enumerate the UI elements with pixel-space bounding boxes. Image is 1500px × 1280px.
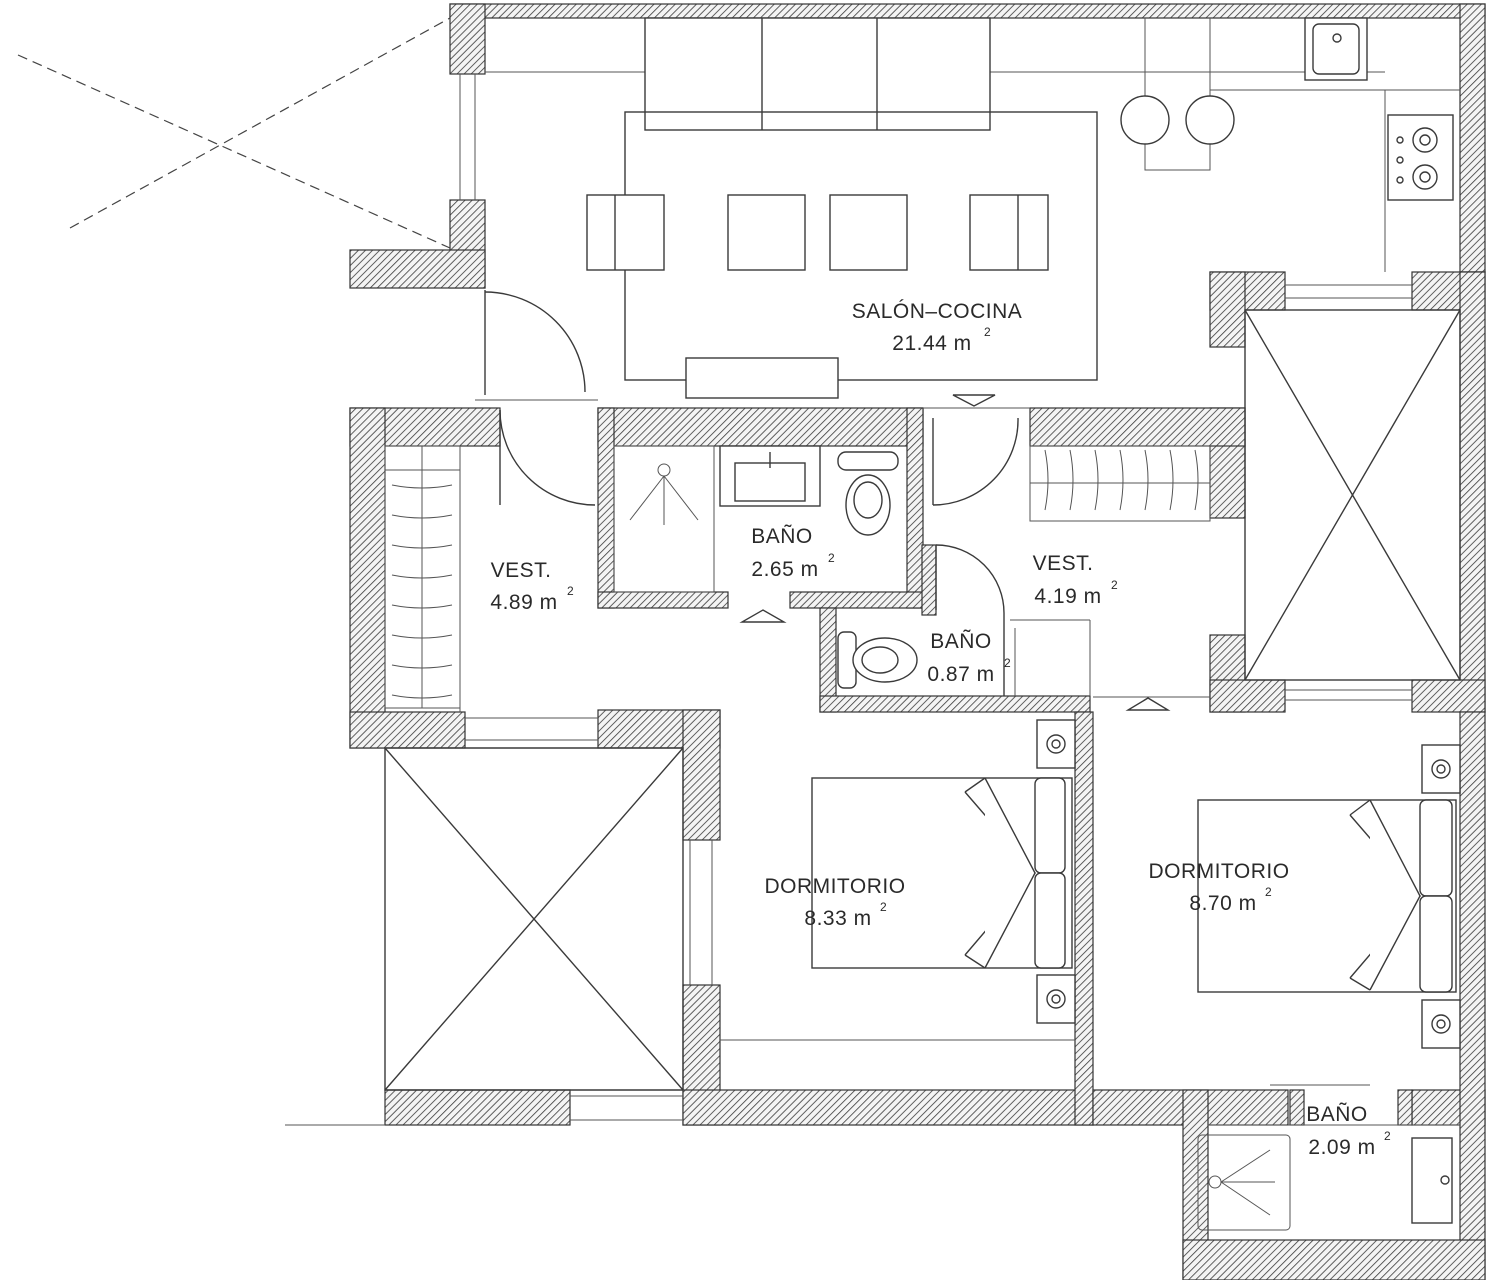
room-area-sup: 2 <box>984 325 991 339</box>
room-label-bano-small: BAÑO 0.87 m 2 <box>927 629 1011 686</box>
bed-left <box>811 777 1073 969</box>
walls <box>349 3 1486 1280</box>
bedside-tables-right <box>1421 744 1461 1049</box>
room-name: DORMITORIO <box>1148 860 1289 883</box>
room-name: VEST. <box>491 559 552 582</box>
chairs <box>586 194 1049 399</box>
room-label-vestidor-right: VEST. 4.19 m 2 <box>1033 552 1118 608</box>
bedside-tables-left <box>1036 719 1076 1024</box>
bed-right <box>1197 799 1457 993</box>
shaft-cross-right <box>1244 309 1461 681</box>
terrace-dashed-marks <box>17 17 451 249</box>
room-name: SALÓN–COCINA <box>852 300 1023 323</box>
room-label-bano-bottom: BAÑO 2.09 m 2 <box>1306 1102 1391 1159</box>
room-label-dormitorio-left: DORMITORIO 8.33 m 2 <box>764 875 905 930</box>
room-label-vestidor-left: VEST. 4.89 m 2 <box>490 559 574 614</box>
room-area: 0.87 m <box>927 663 994 686</box>
room-area-sup: 2 <box>1111 578 1118 592</box>
room-area: 8.33 m <box>804 907 871 930</box>
shower-bottom-icon <box>1197 1134 1291 1231</box>
window-lines <box>285 18 1460 1126</box>
toilet-icon <box>837 451 899 536</box>
toilet-small-icon <box>837 631 918 689</box>
shower-icon <box>613 445 715 593</box>
room-name: BAÑO <box>1306 1102 1368 1126</box>
room-area: 2.09 m <box>1308 1136 1375 1159</box>
bathtub-icon <box>1411 1137 1453 1224</box>
wardrobe-left <box>384 445 461 709</box>
room-area-sup: 2 <box>828 551 835 565</box>
shaft-cross-left <box>384 747 684 1091</box>
room-area: 4.19 m <box>1034 585 1101 608</box>
kitchen-sink-icon <box>1304 17 1368 81</box>
room-name: BAÑO <box>930 629 992 653</box>
room-area-sup: 2 <box>567 584 574 598</box>
stove-icon <box>1387 114 1454 201</box>
room-area: 8.70 m <box>1189 892 1256 915</box>
room-label-salon-cocina: SALÓN–COCINA 21.44 m 2 <box>852 300 1023 355</box>
room-area-sup: 2 <box>1384 1129 1391 1143</box>
room-area-sup: 2 <box>1265 885 1272 899</box>
room-name: DORMITORIO <box>764 875 905 898</box>
room-area: 2.65 m <box>751 558 818 581</box>
wardrobe-right <box>1030 449 1210 511</box>
room-area-sup: 2 <box>1004 656 1011 670</box>
room-label-bano-center: BAÑO 2.65 m 2 <box>751 524 835 581</box>
room-area: 4.89 m <box>490 591 557 614</box>
room-name: BAÑO <box>751 524 813 548</box>
sliding-door-markers <box>739 394 1171 711</box>
room-area: 21.44 m <box>892 332 971 355</box>
bar-stools <box>1120 95 1235 145</box>
washbasin-icon <box>719 445 821 507</box>
sofa-set <box>624 17 1098 381</box>
room-label-dormitorio-right: DORMITORIO 8.70 m 2 <box>1148 860 1289 915</box>
doors <box>484 290 1019 696</box>
room-area-sup: 2 <box>880 900 887 914</box>
room-name: VEST. <box>1033 552 1094 575</box>
